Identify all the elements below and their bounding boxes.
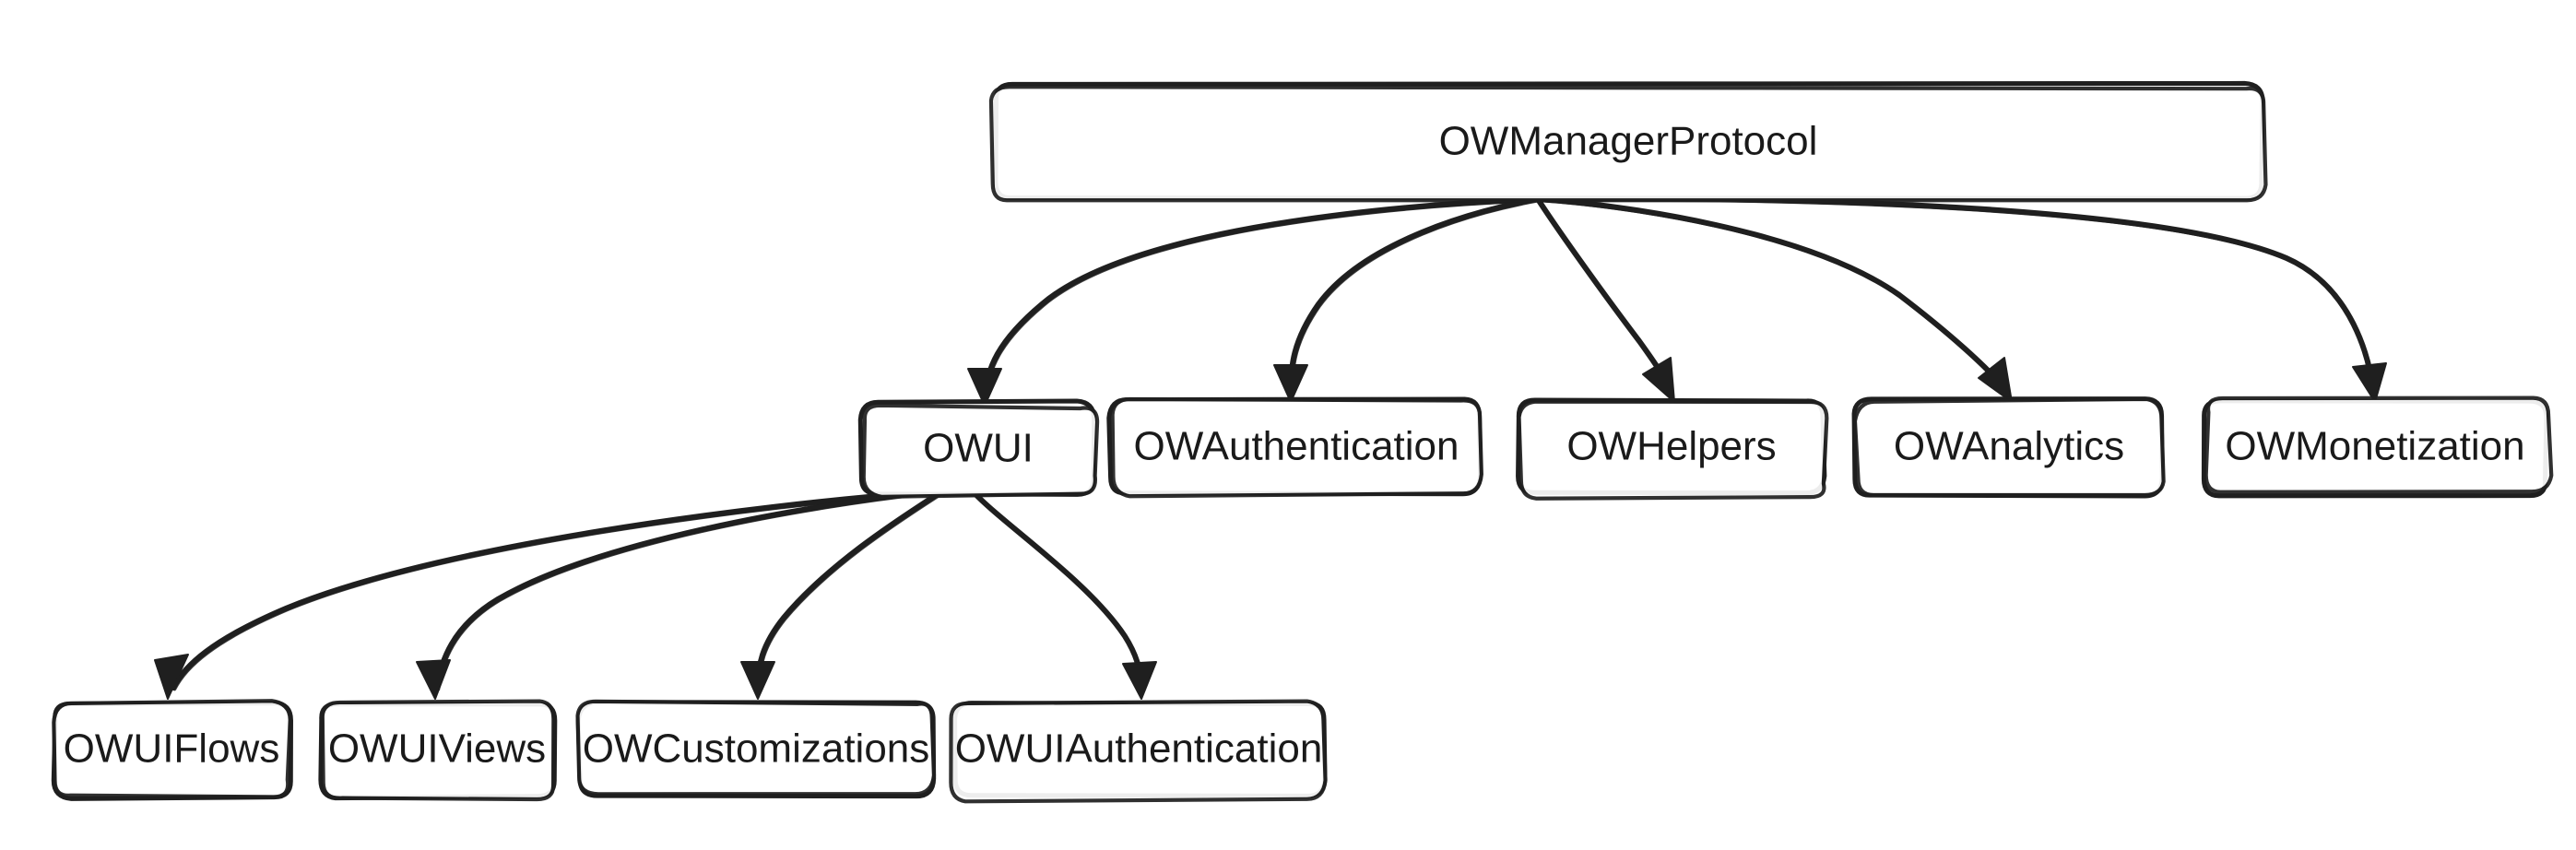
arrow-head-icon bbox=[1273, 364, 1308, 403]
node-owui[interactable]: OWUI bbox=[857, 398, 1100, 499]
node-label: OWUIFlows bbox=[64, 726, 280, 772]
node-outline-sketch bbox=[949, 699, 1328, 804]
edge-stroke bbox=[1535, 196, 2009, 394]
node-label: OWManagerProtocol bbox=[1439, 119, 1818, 164]
edge-stroke bbox=[971, 490, 1144, 691]
edge-stroke-under bbox=[1537, 198, 2010, 395]
node-label: OWAuthentication bbox=[1134, 424, 1459, 469]
arrow-head-icon bbox=[1978, 357, 2013, 403]
edge-owmanagerprotocol-to-owhelpers bbox=[1535, 196, 1675, 403]
node-owauthentication[interactable]: OWAuthentication bbox=[1106, 396, 1483, 499]
arrow-head-icon bbox=[1642, 357, 1675, 403]
edge-owui-to-owuiflows bbox=[154, 490, 926, 700]
node-label: OWUIViews bbox=[328, 726, 546, 772]
node-owuiauthentication[interactable]: OWUIAuthentication bbox=[949, 699, 1328, 804]
node-outline-sketch bbox=[1110, 396, 1483, 499]
node-outline-sketch bbox=[988, 85, 2268, 203]
edge-stroke bbox=[434, 490, 928, 691]
node-label: OWCustomizations bbox=[583, 726, 930, 772]
edge-stroke bbox=[171, 490, 925, 691]
node-owmanagerprotocol[interactable]: OWManagerProtocol bbox=[988, 80, 2268, 203]
arrow-head-icon bbox=[1122, 661, 1157, 700]
edge-stroke-under bbox=[757, 491, 944, 691]
edge-stroke bbox=[1288, 196, 1541, 394]
node-outline-sketch bbox=[1517, 399, 1829, 501]
edge-stroke bbox=[982, 196, 1541, 397]
node-owuiflows[interactable]: OWUIFlows bbox=[51, 699, 293, 801]
edge-owui-to-owuiviews bbox=[416, 490, 929, 700]
arrow-head-icon bbox=[967, 368, 1002, 407]
edge-owmanagerprotocol-to-owui bbox=[967, 196, 1542, 407]
node-outline-sketch bbox=[2204, 395, 2554, 494]
node-label: OWUIAuthentication bbox=[955, 726, 1323, 772]
node-label: OWMonetization bbox=[2225, 424, 2524, 469]
node-label: OWUI bbox=[923, 426, 1034, 471]
node-outline-sketch bbox=[52, 699, 292, 799]
edge-owmanagerprotocol-to-owauthentication bbox=[1273, 196, 1542, 403]
edge-owmanagerprotocol-to-owanalytics bbox=[1535, 196, 2013, 403]
node-owmonetization[interactable]: OWMonetization bbox=[2201, 395, 2554, 499]
node-owcustomizations[interactable]: OWCustomizations bbox=[575, 699, 937, 799]
arrow-head-icon bbox=[416, 659, 451, 700]
node-outline-sketch bbox=[320, 699, 556, 802]
edge-stroke bbox=[1535, 196, 1673, 394]
node-owanalytics[interactable]: OWAnalytics bbox=[1851, 396, 2166, 499]
edge-owui-to-owcustomizations bbox=[740, 490, 944, 700]
node-outline-sketch bbox=[1852, 396, 2166, 498]
node-label: OWAnalytics bbox=[1894, 424, 2124, 469]
edge-stroke-under bbox=[984, 198, 1542, 398]
node-owuiviews[interactable]: OWUIViews bbox=[318, 699, 558, 802]
node-outline-sketch bbox=[861, 403, 1100, 499]
edges-layer bbox=[154, 195, 2387, 700]
arrow-head-icon bbox=[2352, 362, 2387, 403]
arrow-head-icon bbox=[154, 654, 189, 700]
node-owhelpers[interactable]: OWHelpers bbox=[1516, 397, 1829, 501]
arrow-head-icon bbox=[740, 661, 775, 700]
edge-stroke-under bbox=[1290, 198, 1542, 395]
node-outline-sketch bbox=[575, 699, 937, 797]
edge-owui-to-owuiauthentication bbox=[971, 490, 1157, 700]
edge-stroke-under bbox=[973, 491, 1145, 691]
edge-stroke bbox=[755, 490, 943, 691]
node-label: OWHelpers bbox=[1566, 424, 1776, 469]
